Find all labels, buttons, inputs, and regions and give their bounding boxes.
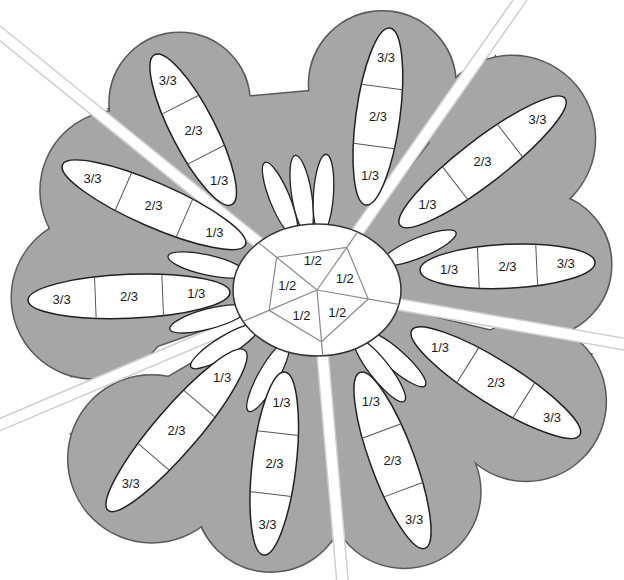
fraction-label: 3/3 bbox=[258, 517, 276, 532]
fraction-label: 3/3 bbox=[159, 72, 177, 87]
centre-segment: 1/2 bbox=[291, 307, 313, 324]
lobe-gap bbox=[320, 330, 355, 580]
petal-divider bbox=[513, 382, 535, 417]
fraction-label: 3/3 bbox=[377, 50, 395, 65]
fraction-label: 3/3 bbox=[53, 291, 71, 306]
petal-divider bbox=[457, 347, 479, 382]
petal-divider bbox=[162, 274, 164, 315]
fraction-label: 2/3 bbox=[487, 375, 505, 390]
fraction-label: 2/3 bbox=[144, 197, 162, 212]
petal-divider bbox=[184, 390, 216, 417]
centre-segment: 1/2 bbox=[302, 252, 324, 269]
fraction-label: 3/3 bbox=[528, 112, 546, 127]
petal-segments: 1/3 2/3 3/3 bbox=[408, 324, 584, 441]
petal-segments: 1/3 2/3 3/3 bbox=[351, 369, 434, 552]
flower-centre bbox=[233, 224, 401, 356]
petal-segments: 1/3 2/3 3/3 bbox=[417, 241, 598, 292]
fraction-label: 1/2 bbox=[302, 253, 324, 268]
petal-divider bbox=[536, 244, 538, 285]
fraction-label: 2/3 bbox=[383, 452, 401, 467]
fraction-label: 2/3 bbox=[167, 422, 185, 437]
petal-divider bbox=[384, 482, 423, 496]
petal-outline bbox=[91, 336, 261, 525]
fraction-label: 1/3 bbox=[362, 394, 380, 409]
fraction-label: 1/3 bbox=[187, 286, 205, 301]
fraction-label: 1/3 bbox=[272, 395, 290, 410]
petal-outline bbox=[339, 364, 445, 555]
fraction-label: 3/3 bbox=[557, 256, 575, 271]
fraction-label: 1/3 bbox=[361, 168, 379, 183]
fraction-label: 3/3 bbox=[405, 511, 423, 526]
flower-lobe-outline bbox=[12, 11, 611, 571]
fraction-label: 2/3 bbox=[498, 258, 516, 273]
fraction-label: 1/2 bbox=[334, 271, 356, 286]
petal-outline bbox=[344, 25, 412, 208]
fraction-label: 1/2 bbox=[326, 305, 348, 320]
lobe-gap bbox=[0, 306, 280, 462]
flower-lobe bbox=[12, 11, 611, 571]
petal-divider bbox=[477, 247, 479, 288]
petal-divider bbox=[257, 431, 298, 436]
fraction-label: 2/3 bbox=[369, 109, 387, 124]
petal-divider bbox=[361, 84, 402, 90]
lobe-gap bbox=[0, 13, 286, 265]
petal-segments: 1/3 2/3 3/3 bbox=[396, 93, 569, 231]
petal-divider bbox=[442, 166, 467, 199]
petal-divider bbox=[362, 423, 401, 437]
petal-outline bbox=[419, 240, 596, 292]
centre-segment: 1/2 bbox=[276, 277, 298, 294]
petal-divider bbox=[115, 173, 132, 211]
fraction-label: 1/2 bbox=[276, 278, 298, 293]
petal-segments: 1/3 2/3 3/3 bbox=[350, 25, 406, 208]
fraction-label: 2/3 bbox=[120, 288, 138, 303]
centre-pentagon bbox=[269, 247, 368, 341]
fraction-label: 2/3 bbox=[265, 456, 283, 471]
fraction-label: 1/3 bbox=[440, 261, 458, 276]
petal-outline bbox=[27, 270, 231, 322]
petal-outline bbox=[400, 311, 591, 453]
petal-divider bbox=[162, 96, 199, 115]
petal-divider bbox=[250, 492, 291, 497]
centre-divider bbox=[317, 232, 357, 290]
petal-divider bbox=[353, 143, 394, 149]
fraction-label: 3/3 bbox=[543, 410, 561, 425]
lobe-gap bbox=[320, 330, 355, 580]
centre-divider bbox=[243, 232, 399, 356]
petal-outline bbox=[242, 369, 307, 557]
petal-segments: 1/3 2/3 3/3 bbox=[247, 369, 301, 558]
lobe-gap bbox=[0, 13, 286, 265]
fraction-label: 3/3 bbox=[122, 476, 140, 491]
petal-outline bbox=[387, 81, 579, 243]
petal-divider bbox=[95, 277, 97, 318]
fraction-label: 1/3 bbox=[210, 172, 228, 187]
centre-segment: 1/2 bbox=[334, 270, 356, 287]
fraction-label: 2/3 bbox=[473, 154, 491, 169]
fraction-label: 1/3 bbox=[205, 224, 223, 239]
petal-segments: 1/3 2/3 3/3 bbox=[25, 271, 233, 322]
petal-outline bbox=[53, 145, 254, 265]
short-petal bbox=[311, 154, 336, 235]
fraction-label: 3/3 bbox=[83, 171, 101, 186]
fraction-label: 1/2 bbox=[291, 308, 313, 323]
petal-divider bbox=[497, 124, 522, 157]
petal-segments: 1/3 2/3 3/3 bbox=[103, 346, 250, 515]
petal-divider bbox=[188, 146, 225, 165]
petal-divider bbox=[176, 199, 193, 237]
centre-divider bbox=[317, 290, 399, 304]
petal-segments: 1/3 2/3 3/3 bbox=[59, 157, 249, 253]
fraction-label: 1/3 bbox=[418, 196, 436, 211]
petal-divider bbox=[138, 443, 170, 470]
fraction-label: 1/3 bbox=[431, 340, 449, 355]
centre-divider bbox=[317, 290, 323, 356]
centre-segment: 1/2 bbox=[326, 304, 348, 321]
fraction-label: 2/3 bbox=[184, 122, 202, 137]
lobe-gap bbox=[0, 306, 280, 462]
fraction-label: 1/3 bbox=[213, 369, 231, 384]
